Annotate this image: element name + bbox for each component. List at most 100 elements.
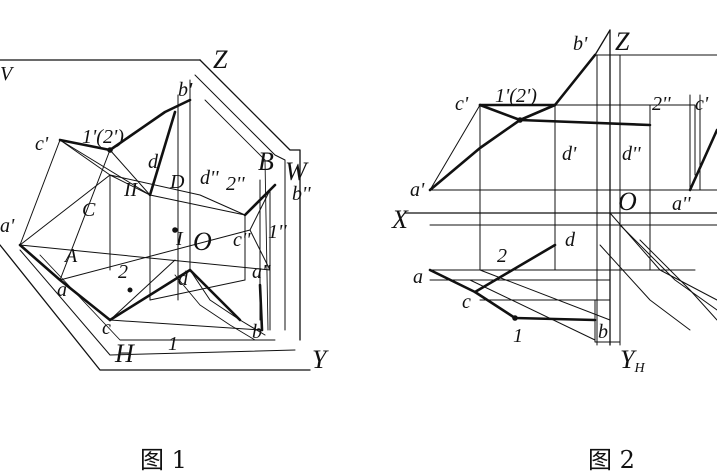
- figure-1: [0, 59, 311, 371]
- label2-b: b: [598, 321, 608, 343]
- thick-edge-7: [188, 268, 242, 322]
- label-h: H: [114, 339, 135, 368]
- proj-line-13: [249, 189, 271, 231]
- w-plane-inner: [194, 74, 286, 331]
- label2-z: Z: [615, 27, 630, 56]
- point-2: [172, 227, 178, 233]
- figure-1-labels: V Z b' c' 1'(2') d' II D d'' 2'' B W b''…: [0, 45, 329, 474]
- thick-2-3: [478, 103, 652, 127]
- proj-line-6: [109, 319, 261, 331]
- label-1-2-prime: 1'(2'): [82, 126, 124, 148]
- proj-line-12: [249, 229, 271, 271]
- thick-2-1: [428, 103, 557, 192]
- label-big-c: C: [82, 199, 96, 221]
- label-c-dprime: c'': [233, 229, 251, 251]
- label2-c-dprime: c': [695, 93, 709, 115]
- w-plane-inner-2: [204, 99, 269, 331]
- thick-2-8: [594, 29, 611, 56]
- label-2: 2: [118, 261, 128, 283]
- label-roman-two: II: [123, 179, 139, 201]
- label-b: b: [252, 321, 262, 343]
- front-frame-top: [429, 104, 696, 191]
- label2-y-h: YH: [620, 345, 645, 376]
- proj-line-3: [59, 229, 251, 281]
- label-1: 1: [168, 333, 178, 355]
- label-d-prime: d': [148, 151, 163, 173]
- label-d: d: [178, 268, 189, 290]
- label2-d-dprime: d'': [622, 143, 641, 165]
- thick-edge-4: [243, 183, 277, 217]
- label-big-b: B: [258, 147, 274, 176]
- label-2-dprime: 2'': [226, 173, 245, 195]
- h-steps: [189, 269, 266, 336]
- h-diag-1: [469, 279, 596, 341]
- thick-edge-6: [108, 268, 192, 322]
- label-z: Z: [213, 45, 228, 74]
- h-stair-2: [619, 224, 717, 311]
- thick-edge-5: [258, 283, 264, 332]
- label2-y: Y: [620, 345, 637, 374]
- label-b-dprime: b'': [292, 183, 311, 205]
- label-c: c: [102, 317, 111, 339]
- figure-2: [404, 29, 717, 346]
- label-big-w: W: [285, 157, 309, 186]
- label-roman-one: I: [175, 228, 184, 250]
- label-a: a: [57, 279, 67, 301]
- proj-line-7: [59, 139, 111, 176]
- point-3: [127, 287, 133, 293]
- proj-line-1: [19, 174, 111, 246]
- h-steps-2: [174, 274, 256, 341]
- label-y: Y: [312, 345, 329, 374]
- label-a-dprime: a'': [252, 261, 271, 283]
- thick-2-6: [473, 243, 557, 294]
- proj-line-10: [109, 149, 151, 196]
- proj-line-5: [109, 259, 176, 321]
- label2-a: a: [413, 266, 423, 288]
- label2-o: O: [618, 187, 637, 216]
- thick-edge-3: [148, 110, 177, 197]
- proj-line-8: [59, 139, 151, 196]
- label2-2: 2: [497, 245, 507, 267]
- label-big-d: D: [169, 171, 185, 193]
- label2-c: c: [462, 291, 471, 313]
- label2-b-prime: b': [573, 33, 588, 55]
- label-v: V: [0, 63, 15, 85]
- label2-1-2-prime: 1'(2'): [495, 85, 537, 107]
- point-2-1: [517, 117, 523, 123]
- thick-2-7: [688, 128, 717, 192]
- label2-a-dprime: a'': [672, 193, 691, 215]
- h-stair-3: [639, 239, 717, 321]
- figure-1-caption: 图 1: [140, 446, 187, 474]
- thick-2-2: [553, 53, 597, 107]
- label2-x: X: [391, 205, 409, 234]
- label-a-prime: a': [0, 215, 15, 237]
- h-diag-2: [479, 269, 611, 321]
- label-c-prime: c': [35, 133, 49, 155]
- label-1-dprime: 1'': [268, 221, 287, 243]
- label2-1: 1: [513, 325, 523, 347]
- label2-c-prime: c': [455, 93, 469, 115]
- label-o: O: [193, 227, 212, 256]
- label-big-a: A: [63, 245, 78, 267]
- h-plane-edge: [0, 244, 311, 371]
- point-1: [107, 147, 113, 153]
- h-stair-4: [599, 244, 691, 331]
- w-plane-edge: [199, 59, 301, 341]
- label-d-dprime: d'': [200, 167, 219, 189]
- h-plane-inner: [19, 249, 296, 356]
- label2-d: d: [565, 229, 576, 251]
- proj-line-9: [19, 139, 61, 246]
- box-floor: [149, 279, 246, 301]
- label2-2-dprime: 2'': [652, 93, 671, 115]
- h-stair-1: [609, 212, 717, 301]
- figure-2-caption: 图 2: [588, 446, 635, 474]
- thick-edge-2: [18, 243, 112, 322]
- figure-2-labels: b' Z c' 1'(2') 2'' c' d' d'' a' X O a'' …: [391, 27, 709, 474]
- label2-a-prime: a': [410, 179, 425, 201]
- thick-2-5: [428, 268, 597, 322]
- proj-line-11: [59, 149, 111, 281]
- label-b-prime: b': [178, 79, 193, 101]
- label2-y-sub: H: [633, 361, 645, 376]
- h-plane-inner-2: [39, 254, 276, 341]
